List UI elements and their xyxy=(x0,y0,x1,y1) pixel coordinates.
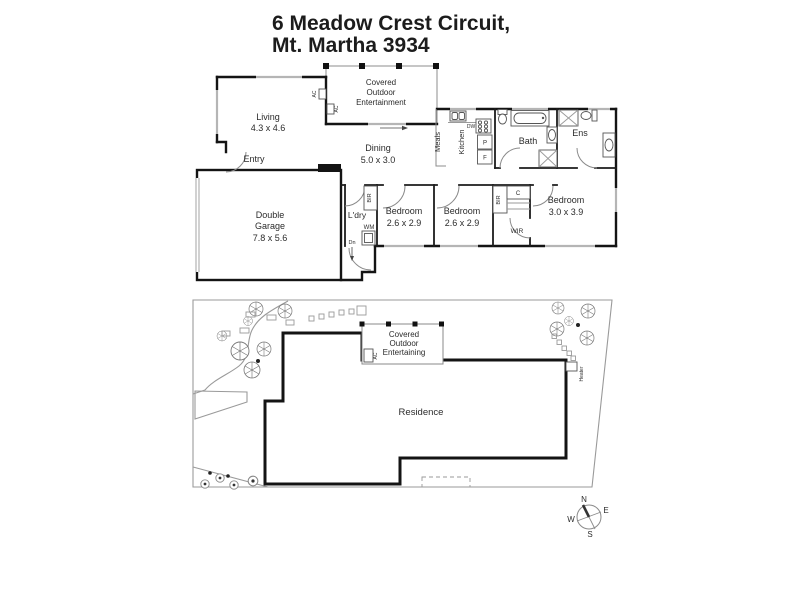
ac-label: AC xyxy=(312,90,318,97)
ac-unit-icon xyxy=(326,103,335,115)
ac-label: AC xyxy=(334,105,340,112)
sliding-door xyxy=(368,121,408,131)
title-line2: Mt. Martha 3934 xyxy=(272,34,430,57)
ac-unit-icon xyxy=(318,88,327,100)
bath-fixtures xyxy=(497,109,558,168)
pantry-label: P xyxy=(483,141,487,147)
trees-right xyxy=(549,301,596,361)
bedroom2-label: Bedroom xyxy=(444,206,481,216)
title-line1: 6 Meadow Crest Circuit, xyxy=(272,12,510,35)
ensuite-fixtures xyxy=(558,109,616,158)
trees-left xyxy=(216,301,295,379)
compass-west: W xyxy=(567,515,575,524)
dw-label: DW xyxy=(467,124,476,130)
laundry-label: L'dry xyxy=(348,210,367,220)
wir-label: WIR xyxy=(511,228,524,235)
site-boundary xyxy=(192,299,613,488)
entry-label: Entry xyxy=(243,154,265,164)
pantry-box xyxy=(477,134,493,150)
residence-label: Residence xyxy=(399,407,444,418)
door-arcs xyxy=(225,147,598,271)
covered-outdoor-line3: Entertainment xyxy=(356,98,407,107)
meals-label: Meals xyxy=(433,132,442,152)
bir-label-2: BIR xyxy=(496,195,502,204)
heater: Heater xyxy=(565,361,585,382)
heater-icon xyxy=(565,361,578,372)
site-covered-line2: Outdoor xyxy=(390,339,419,348)
fridge-box xyxy=(477,149,493,165)
bedroom1-dims: 2.6 x 2.9 xyxy=(387,218,422,228)
site-plan: AC Covered Outdoor Entertaining Residenc… xyxy=(192,299,613,490)
site-covered-outdoor: AC Covered Outdoor Entertaining xyxy=(359,321,444,365)
dining-dims: 5.0 x 3.0 xyxy=(361,155,396,165)
floor-plan: AC AC Living 4.3 x 4.6 Covered Outdoor E… xyxy=(194,63,619,282)
bedroom2-dims: 2.6 x 2.9 xyxy=(445,218,480,228)
stepping-stones-top xyxy=(308,305,367,322)
living-label: Living xyxy=(256,112,280,122)
garage-label-line1: Double xyxy=(256,210,285,220)
sink-icon xyxy=(449,110,467,122)
ens-toilet-icon xyxy=(591,109,598,122)
kitchen-label: Kitchen xyxy=(457,129,466,154)
bir-closet-1 xyxy=(363,185,378,211)
wm-label: WM xyxy=(364,225,375,231)
bir-closet-2 xyxy=(492,185,508,214)
dn-label: Dn xyxy=(348,240,355,246)
fridge-label: F xyxy=(483,156,487,162)
crossover-dashed xyxy=(421,476,471,488)
site-covered-line3: Entertaining xyxy=(383,348,426,357)
garage-door xyxy=(194,178,200,272)
shrubs-bottom-left xyxy=(200,471,259,490)
living-dims: 4.3 x 4.6 xyxy=(251,123,286,133)
linen-closet xyxy=(506,185,531,200)
ac-unit-icon xyxy=(363,348,374,363)
laundry-closets xyxy=(350,185,531,261)
heater-label: Heater xyxy=(579,366,585,381)
room-labels: Living 4.3 x 4.6 Covered Outdoor Enterta… xyxy=(243,78,588,246)
site-ac-label: AC xyxy=(373,352,379,359)
compass-rose: N E W S xyxy=(567,495,608,539)
ac-units: AC AC xyxy=(312,88,340,115)
bath-label: Bath xyxy=(519,136,538,146)
listing-title: 6 Meadow Crest Circuit, Mt. Martha 3934 xyxy=(272,12,510,57)
garage-dims: 7.8 x 5.6 xyxy=(253,233,288,243)
compass-east: E xyxy=(603,506,608,515)
compass-needle xyxy=(581,504,591,518)
bedroom1-label: Bedroom xyxy=(386,206,423,216)
kitchen-fixtures xyxy=(448,110,493,165)
ens-label: Ens xyxy=(572,128,588,138)
bir-label-1: BIR xyxy=(367,193,373,202)
bedroom3-dims: 3.0 x 3.9 xyxy=(549,207,584,217)
windows xyxy=(214,74,619,249)
covered-outdoor-line1: Covered xyxy=(366,78,396,87)
garage-label-line2: Garage xyxy=(255,221,285,231)
compass-south: S xyxy=(587,530,592,539)
bedroom3-label: Bedroom xyxy=(548,195,585,205)
covered-outdoor-line2: Outdoor xyxy=(367,88,396,97)
site-covered-line1: Covered xyxy=(389,330,419,339)
dining-label: Dining xyxy=(365,143,391,153)
compass-north: N xyxy=(581,495,587,504)
exterior-walls xyxy=(195,75,618,282)
closet-label: C xyxy=(516,191,521,197)
